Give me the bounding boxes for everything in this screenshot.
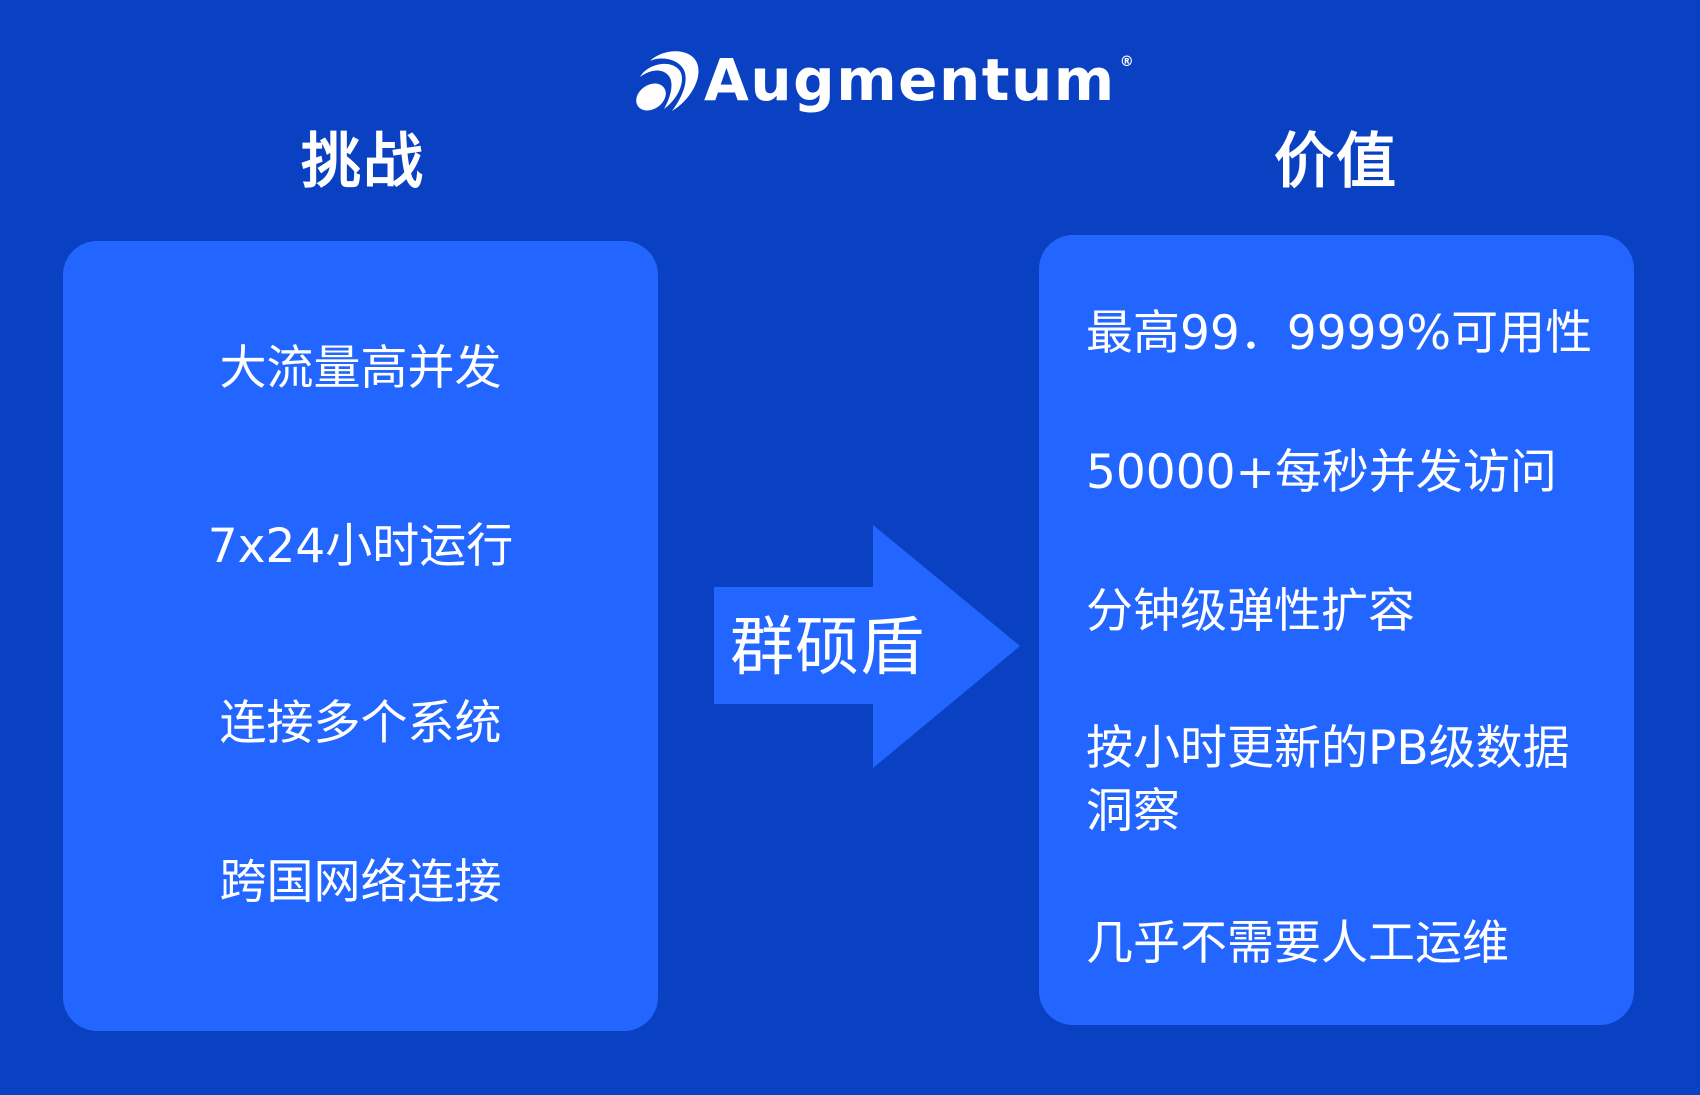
value-item: 最高99．9999%可用性 [1086, 306, 1593, 361]
augmentum-swoosh-icon [636, 51, 699, 111]
challenge-item: 7x24小时运行 [207, 519, 514, 574]
values-title: 价值 [1274, 127, 1398, 197]
challenge-item: 跨国网络连接 [219, 855, 502, 910]
challenges-card: 大流量高并发 7x24小时运行 连接多个系统 跨国网络连接 [63, 241, 658, 1031]
challenge-item: 连接多个系统 [219, 696, 502, 751]
brand-logo: Augmentum ® [632, 46, 1134, 118]
registered-mark: ® [1119, 54, 1134, 70]
value-item: 50000+每秒并发访问 [1086, 445, 1557, 500]
challenge-item: 大流量高并发 [219, 341, 502, 396]
value-item: 几乎不需要人工运维 [1086, 916, 1509, 971]
solution-label: 群硕盾 [730, 611, 925, 685]
value-item: 分钟级弹性扩容 [1086, 584, 1415, 639]
arrow-right-icon [714, 525, 1020, 768]
brand-name: Augmentum [704, 46, 1116, 114]
values-card: 最高99．9999%可用性 50000+每秒并发访问 分钟级弹性扩容 按小时更新… [1039, 235, 1634, 1025]
challenges-title: 挑战 [301, 127, 425, 197]
value-item: 按小时更新的PB级数据洞察 [1086, 721, 1570, 839]
